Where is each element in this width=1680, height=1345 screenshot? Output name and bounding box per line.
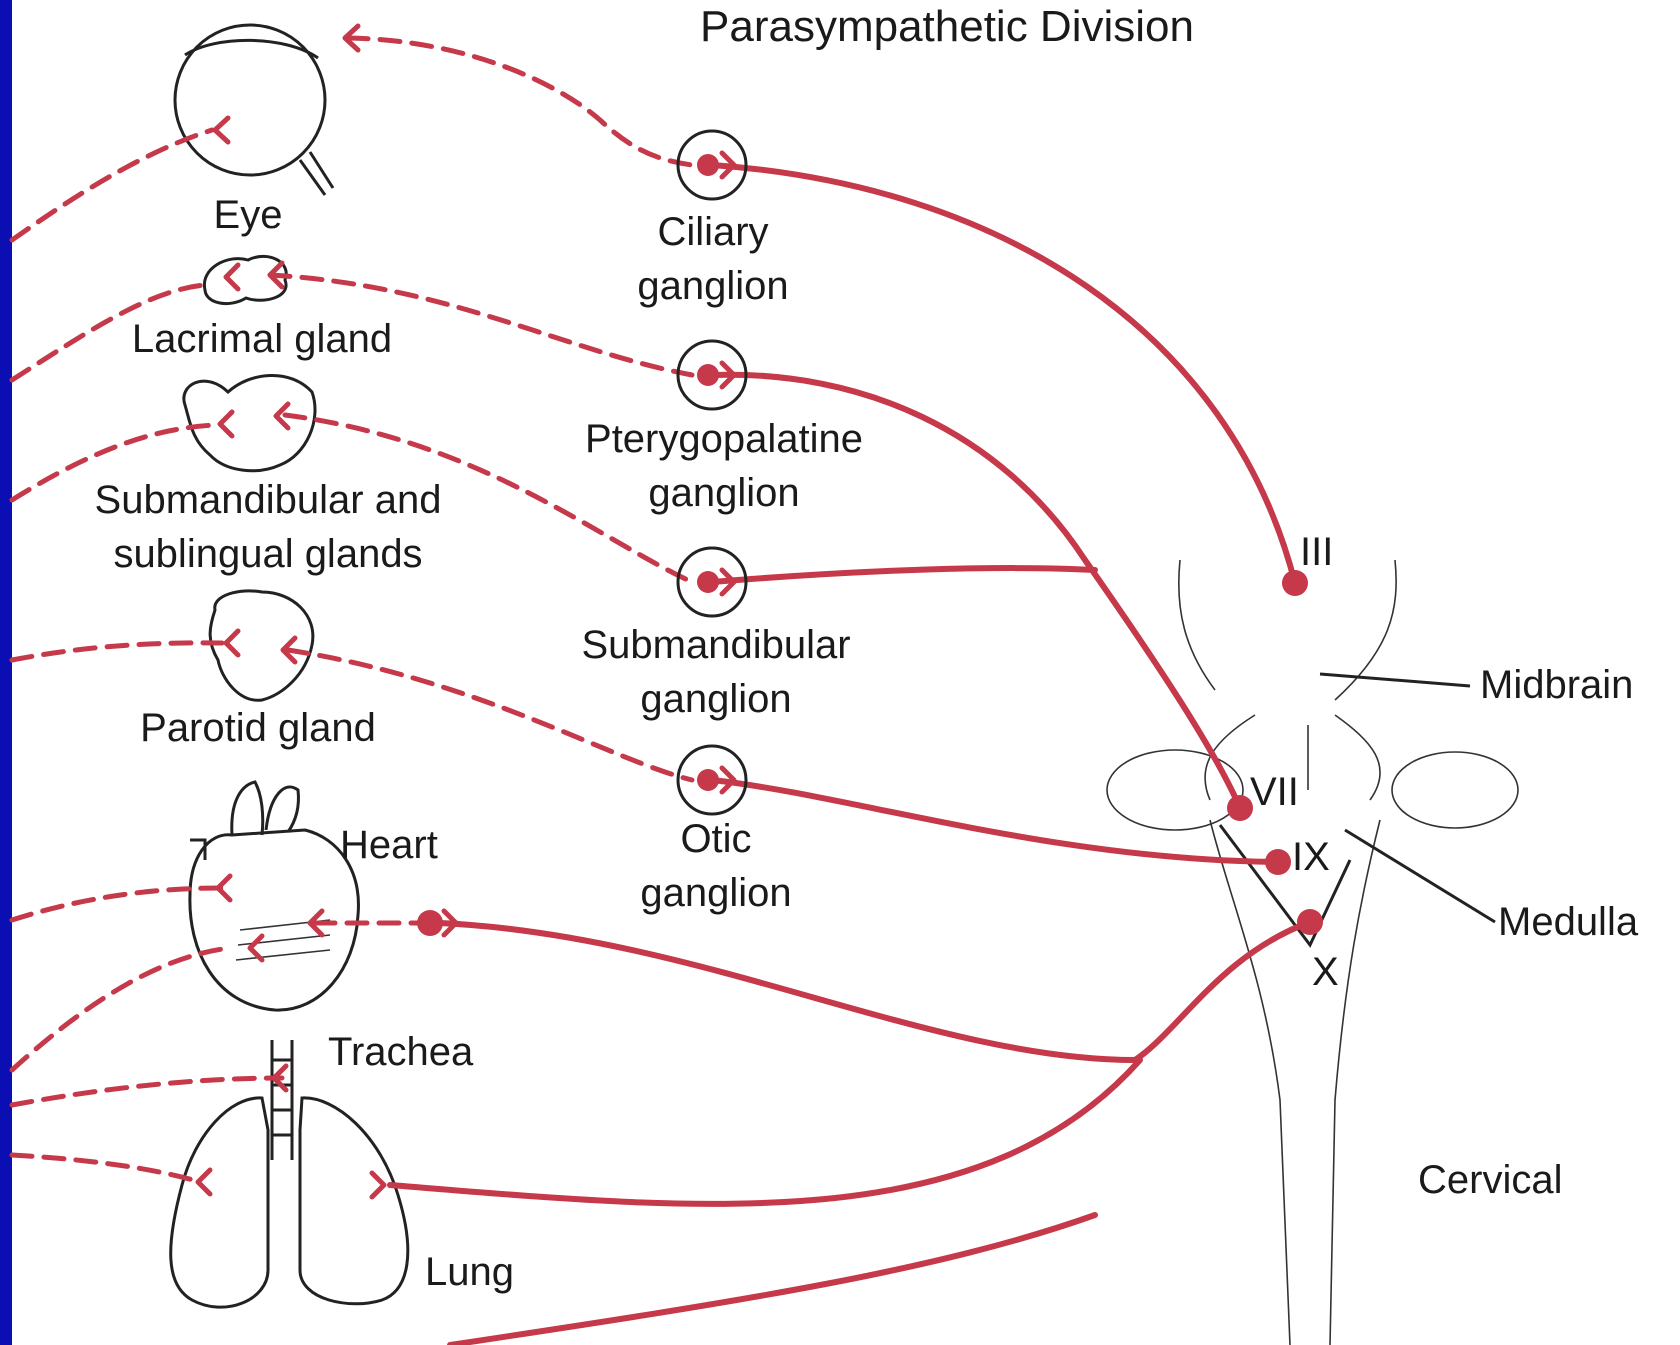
label-submandibular-glands-line1: Submandibular and <box>95 473 442 527</box>
label-submandibular-ganglion-line1: Submandibular <box>581 618 850 672</box>
label-lung: Lung <box>425 1245 514 1299</box>
label-cranial-nerve-X: X <box>1312 945 1339 999</box>
label-cervical: Cervical <box>1418 1153 1562 1207</box>
label-ciliary-ganglion-line2: ganglion <box>637 259 788 313</box>
label-pterygopalatine-ganglion-line2: ganglion <box>648 466 799 520</box>
label-submandibular-ganglion-line2: ganglion <box>640 672 791 726</box>
lungs-drawing <box>171 1098 408 1307</box>
eye-drawing <box>175 25 333 195</box>
midbrain-pointer <box>1320 674 1470 686</box>
label-heart: Heart <box>340 818 438 872</box>
submandibular-glands-drawing <box>184 375 315 470</box>
label-medulla: Medulla <box>1498 895 1638 949</box>
trachea-drawing <box>272 1040 292 1160</box>
label-trachea: Trachea <box>328 1025 473 1079</box>
label-otic-ganglion-line2: ganglion <box>640 866 791 920</box>
postganglionic-fibers <box>12 38 692 1182</box>
diagram-title: Parasympathetic Division <box>700 0 1194 54</box>
label-ciliary-ganglion-line1: Ciliary <box>657 205 768 259</box>
label-cranial-nerve-VII: VII <box>1250 765 1299 819</box>
label-otic-ganglion-line1: Otic <box>680 812 751 866</box>
label-cranial-nerve-IX: IX <box>1292 830 1330 884</box>
preganglionic-fibers <box>390 165 1323 1345</box>
label-eye: Eye <box>214 188 283 242</box>
label-cranial-nerve-III: III <box>1300 525 1333 579</box>
heart-drawing <box>190 782 359 1010</box>
label-submandibular-glands-line2: sublingual glands <box>113 527 422 581</box>
label-parotid-gland: Parotid gland <box>140 701 376 755</box>
label-lacrimal-gland: Lacrimal gland <box>132 312 392 366</box>
label-pterygopalatine-ganglion-line1: Pterygopalatine <box>585 412 863 466</box>
label-midbrain: Midbrain <box>1480 658 1633 712</box>
